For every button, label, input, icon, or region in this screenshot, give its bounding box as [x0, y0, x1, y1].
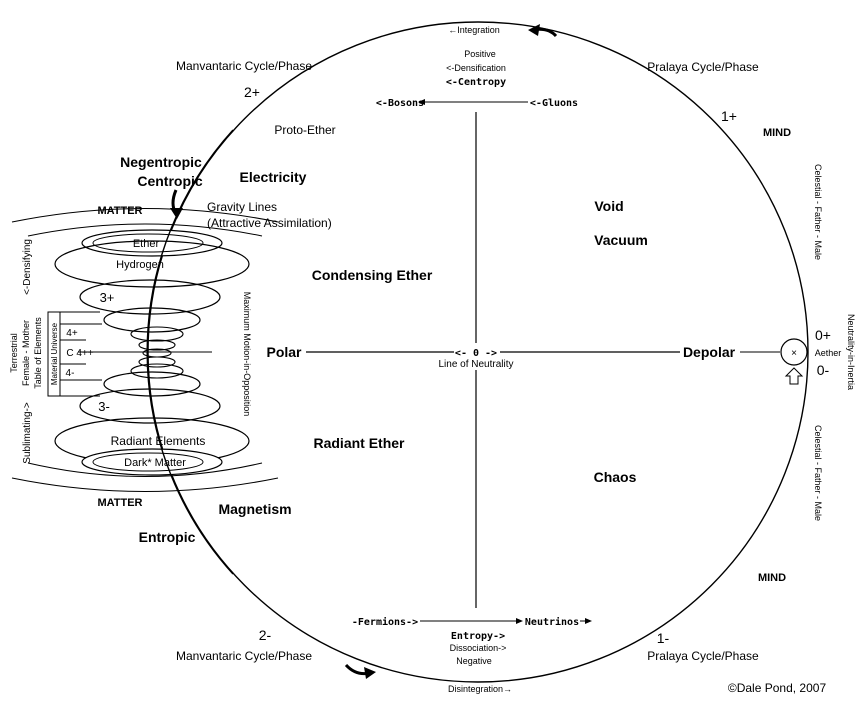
four-plus-ellipse	[103, 307, 201, 333]
entropic-label: Entropic	[139, 529, 196, 545]
carbon-ellipse-5	[130, 363, 184, 379]
disintegration-label: Disintegration→	[448, 684, 512, 694]
negative-label: Negative	[456, 656, 492, 666]
terrestrial-label: Terrestrial	[9, 333, 19, 373]
max-motion-label: Maximum Motion-in-Opposition	[242, 292, 252, 417]
pralaya-bottom-label: Pralaya Cycle/Phase	[647, 649, 759, 663]
outer-arc-top-2	[27, 223, 263, 237]
zero-minus-label: 0-	[817, 362, 830, 378]
female-mother-label: Female - Mother	[21, 320, 31, 386]
centropic-label: Centropic	[137, 173, 203, 189]
densifying-label: <-Densifying	[22, 239, 33, 295]
centropy-label: <-Centropy	[446, 77, 506, 88]
carbon-ellipse-1	[130, 326, 184, 342]
copyright-label: ©Dale Pond, 2007	[728, 681, 827, 695]
zero-plus-label: 0+	[815, 327, 831, 343]
outer-arc-bottom-1	[27, 462, 263, 477]
bosons-label: <-Bosons	[376, 98, 424, 109]
entropy-label: Entropy->	[451, 631, 505, 642]
neutrinos-label: Neutrinos	[525, 616, 579, 628]
four-minus-ellipse	[103, 371, 201, 397]
neutrality-inertia-label: Neutrality-in-Inertia	[846, 314, 856, 390]
fermions-arrowhead	[516, 618, 523, 624]
hydrogen-ellipse	[54, 240, 250, 288]
outer-arc-bottom-2	[11, 477, 279, 492]
fermions-label: -Fermions->	[352, 616, 418, 628]
dark-matter-label: Dark* Matter	[124, 457, 186, 469]
mind-bottom-label: MIND	[758, 572, 786, 584]
outer-arc-top-1	[11, 208, 279, 223]
three-plus-label: 3+	[100, 290, 115, 305]
carbon-ellipse-2	[138, 339, 176, 351]
polar-label: Polar	[266, 344, 302, 360]
top-curved-arrowhead	[528, 24, 540, 36]
zero-arrow-label: <- 0 ->	[455, 348, 497, 359]
material-universe-label: Material Universe	[50, 322, 59, 385]
dark-matter-ellipse-inner	[92, 452, 204, 472]
one-minus-label: 1-	[657, 630, 670, 646]
table-elements-label: Table of Elements	[33, 317, 43, 389]
aether-node	[780, 338, 808, 366]
three-minus-label: 3-	[98, 399, 110, 414]
hydrogen-label: Hydrogen	[116, 259, 164, 271]
aether-label: Aether	[815, 348, 842, 358]
attractive-assimilation-label: (Attractive Assimilation)	[207, 216, 332, 230]
densification-label: <-Densification	[446, 63, 506, 73]
dissociation-label: Dissociation->	[450, 643, 507, 653]
material-universe-box	[47, 311, 61, 397]
chaos-label: Chaos	[594, 469, 637, 485]
aether-node-x-icon: ×	[791, 348, 797, 359]
one-plus-label: 1+	[721, 108, 737, 124]
matter-bottom-label: MATTER	[97, 497, 142, 509]
negentropic-label: Negentropic	[120, 154, 202, 170]
four-plus-label: 4+	[66, 328, 78, 339]
aether-up-arrow-icon	[784, 367, 804, 385]
condensing-ether-label: Condensing Ether	[312, 267, 433, 283]
magnetism-label: Magnetism	[218, 501, 291, 517]
line-neutrality-label: Line of Neutrality	[438, 359, 513, 370]
bosons-arrowhead	[418, 99, 425, 105]
four-minus-label: 4-	[66, 368, 75, 379]
bottom-curved-arrowhead	[364, 667, 376, 679]
gravity-lines-label: Gravity Lines	[207, 200, 277, 214]
integration-label: ←Integration	[448, 25, 500, 35]
ether-ellipse-inner	[92, 233, 204, 253]
manvantaric-bottom-label: Manvantaric Cycle/Phase	[176, 649, 312, 663]
gluons-label: <-Gluons	[530, 98, 578, 109]
electricity-label: Electricity	[240, 169, 307, 185]
vacuum-label: Vacuum	[594, 232, 648, 248]
carbon-label: C 4++	[66, 348, 93, 359]
manvantaric-top-label: Manvantaric Cycle/Phase	[176, 59, 312, 73]
ether-label: Ether	[133, 238, 160, 250]
sublimating-label: Sublimating->	[22, 402, 33, 464]
carbon-ellipse-4	[138, 356, 176, 368]
pralaya-top-label: Pralaya Cycle/Phase	[647, 60, 759, 74]
radiant-elements-label: Radiant Elements	[111, 434, 206, 448]
two-minus-label: 2-	[259, 627, 272, 643]
mind-top-label: MIND	[763, 127, 791, 139]
celestial-bottom-label: Celestial - Father - Male	[813, 425, 823, 521]
negentropic-arrowhead	[170, 208, 183, 219]
depolar-label: Depolar	[683, 344, 736, 360]
celestial-top-label: Celestial - Father - Male	[813, 164, 823, 260]
positive-label: Positive	[464, 49, 496, 59]
matter-top-label: MATTER	[97, 205, 142, 217]
proto-ether-label: Proto-Ether	[274, 123, 335, 137]
three-minus-ellipse	[79, 388, 221, 424]
two-plus-label: 2+	[244, 84, 260, 100]
void-label: Void	[594, 198, 623, 214]
radiant-ether-label: Radiant Ether	[313, 435, 405, 451]
